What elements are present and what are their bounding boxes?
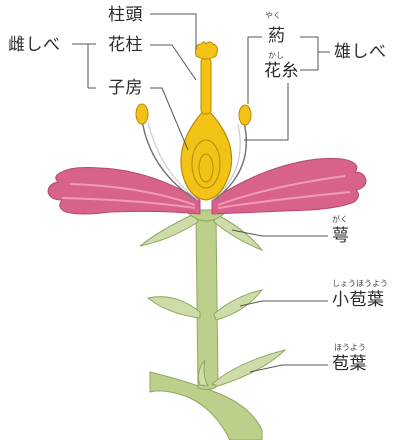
label-bract: 苞葉 — [332, 356, 367, 373]
label-stamen: 雄しべ — [334, 44, 387, 61]
label-filament: 花糸 — [264, 63, 299, 80]
style — [201, 58, 211, 114]
ruby-anther: やく — [265, 12, 281, 20]
calyx-sepal-right — [214, 214, 262, 250]
bract-leaf-right — [212, 350, 285, 386]
label-anther: 葯 — [268, 28, 286, 45]
calyx-sepal-left — [140, 214, 198, 246]
anther-right — [239, 105, 251, 125]
bracteole-leaf-left — [148, 297, 200, 318]
stigma — [196, 42, 218, 59]
petal-left — [48, 168, 200, 215]
ruby-calyx: がく — [332, 216, 348, 224]
bracteole-leaf-right — [214, 290, 262, 320]
ruby-bracteole: しょうほうよう — [332, 280, 388, 288]
label-calyx: 萼 — [332, 228, 350, 245]
label-pistil: 雌しべ — [8, 37, 61, 54]
ruby-filament: かし — [268, 52, 284, 60]
main-stem — [196, 215, 218, 389]
ruby-bract: ほうよう — [334, 344, 366, 352]
stamen-leader-lines — [244, 37, 330, 140]
label-ovary: 子房 — [108, 80, 143, 97]
label-bracteole: 小苞葉 — [332, 292, 385, 309]
label-stigma: 柱頭 — [108, 7, 143, 24]
label-style: 花柱 — [108, 37, 143, 54]
anther-left — [136, 104, 148, 124]
